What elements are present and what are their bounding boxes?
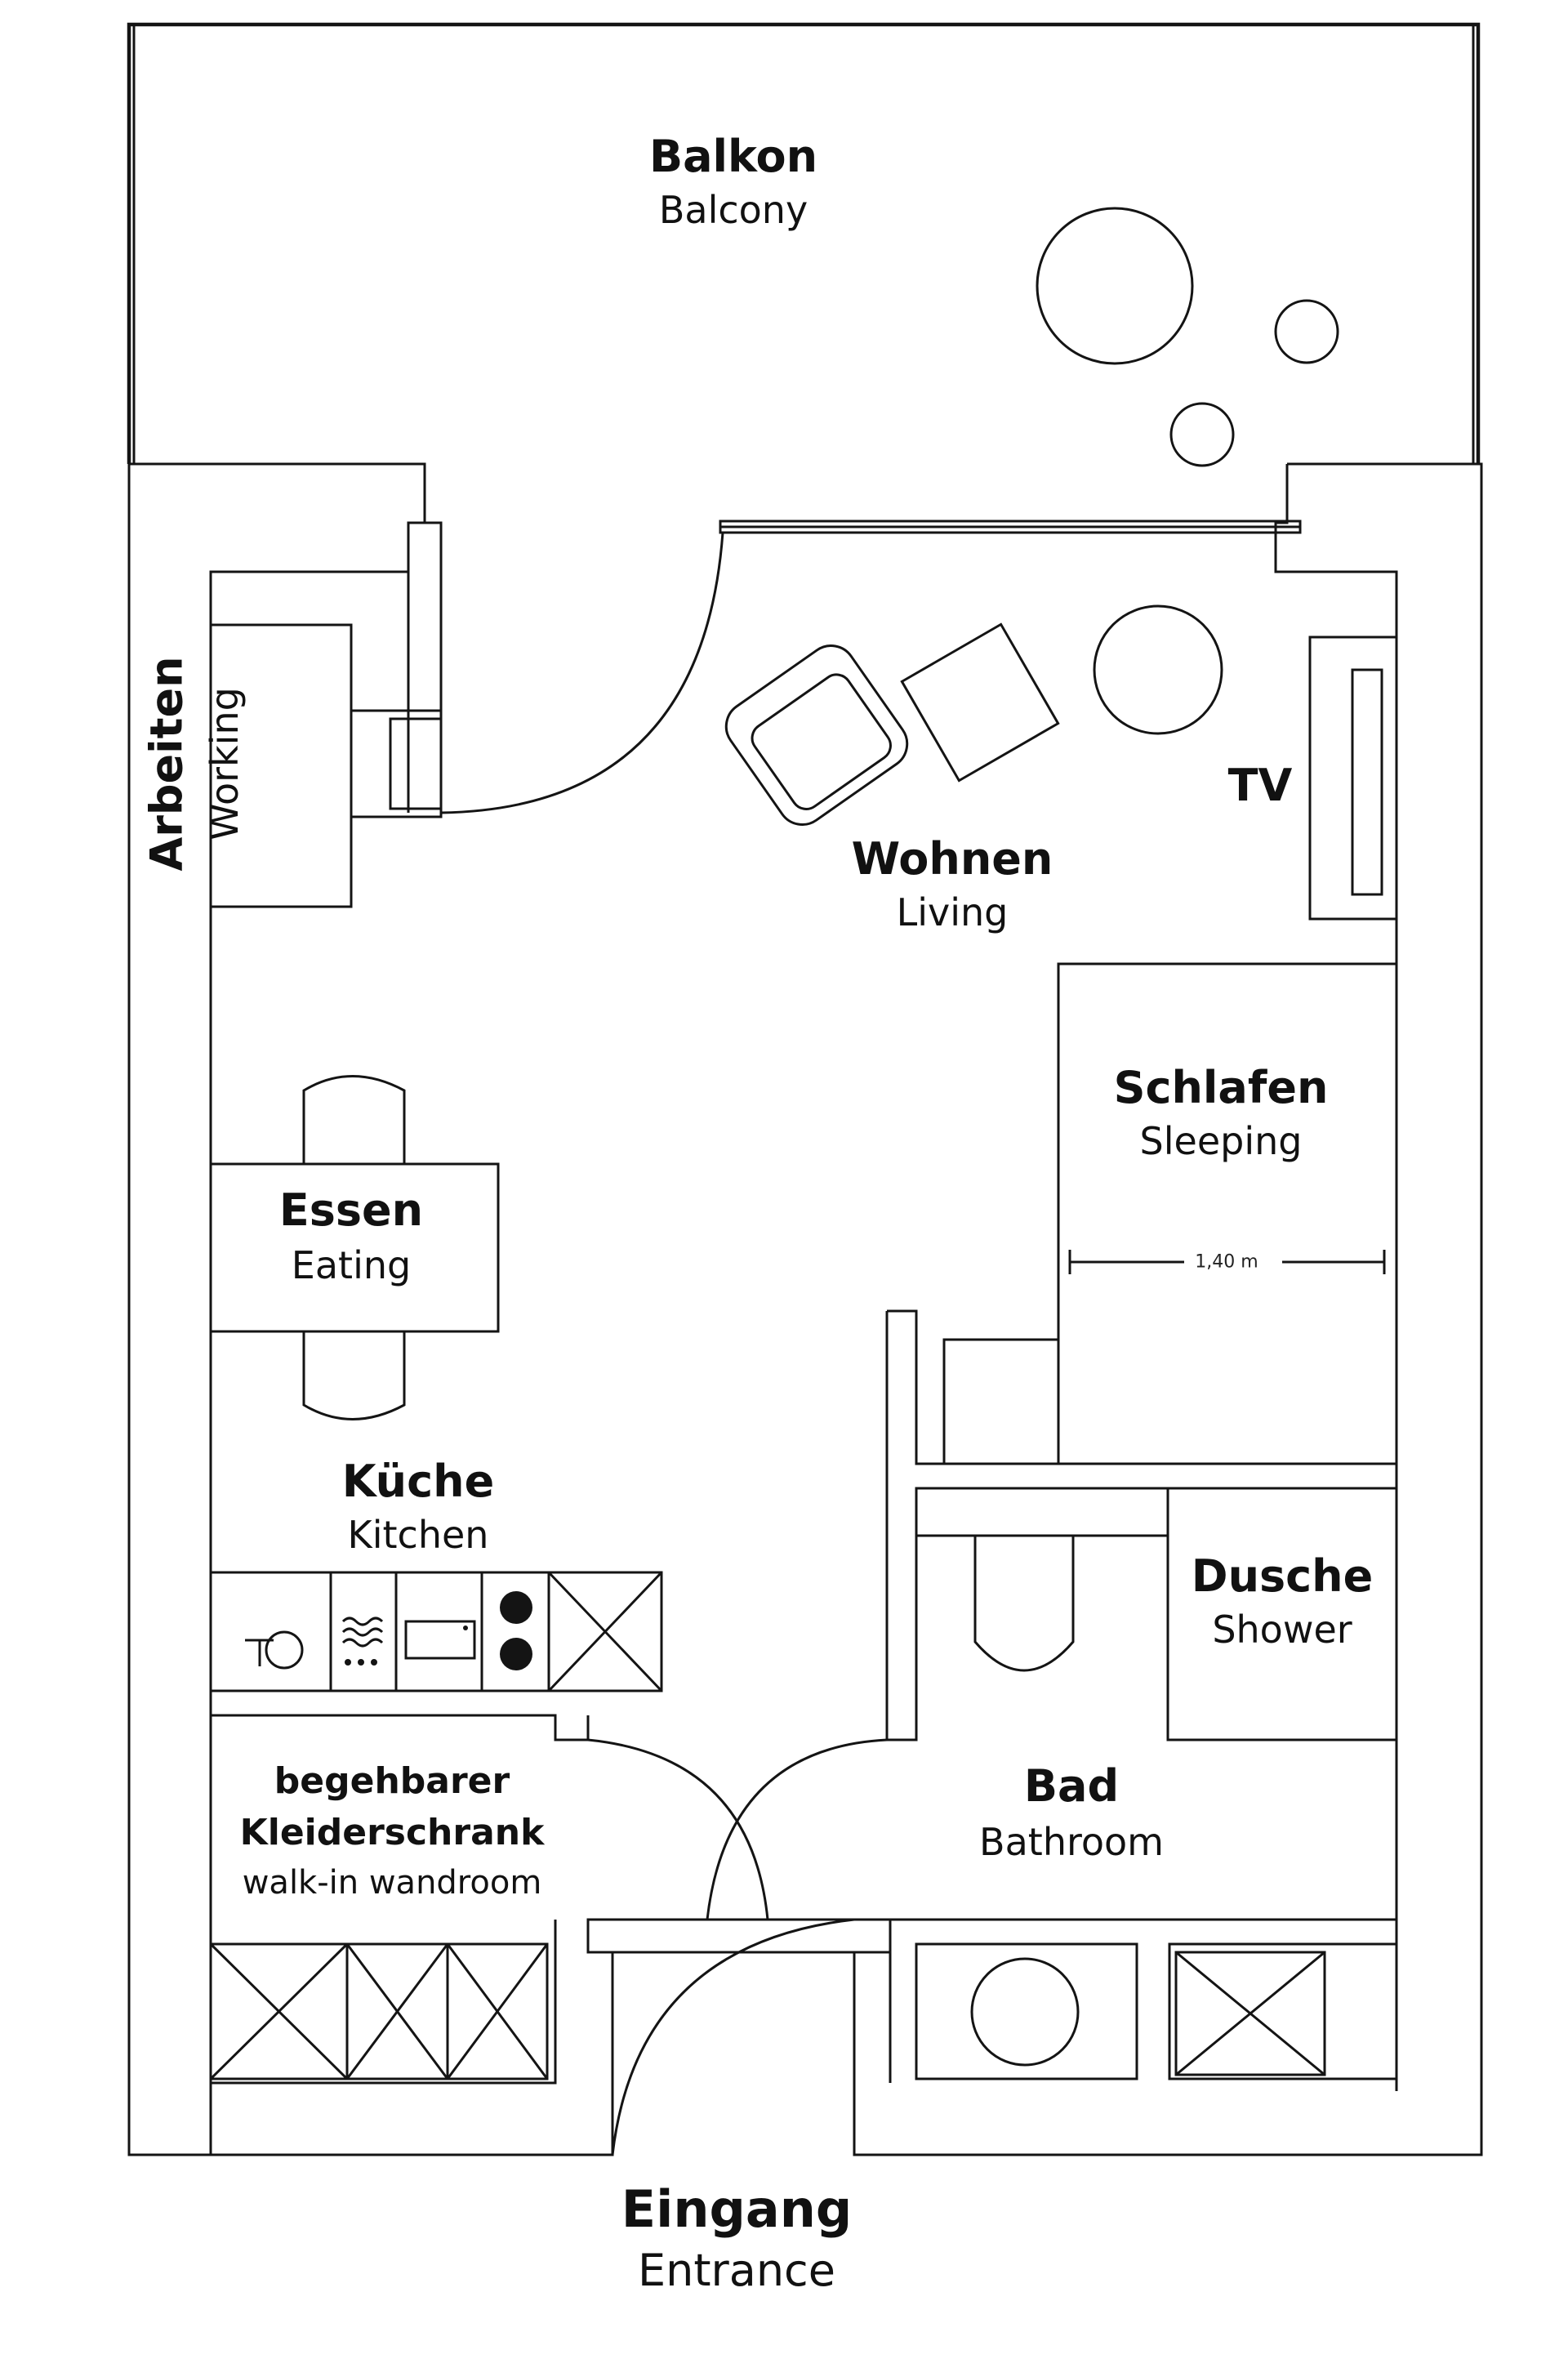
balcony-stool-icon — [1169, 402, 1235, 467]
entrance-label-de: Eingang — [621, 2179, 853, 2239]
walkin-label-en: walk-in wandroom — [242, 1864, 542, 1902]
interior-walls — [885, 1309, 1396, 1741]
balcony-sliding-door — [440, 520, 1302, 814]
dishwasher-icon — [341, 1617, 384, 1666]
bed — [942, 962, 1398, 1465]
balcony-label-en: Balcony — [658, 188, 808, 232]
dining-table — [209, 1075, 500, 1420]
toilet-icon — [973, 1536, 1075, 1672]
eating-label-en: Eating — [291, 1243, 412, 1287]
bed-width-dimension: 1,40 m — [1188, 1251, 1265, 1273]
kitchen-label-de: Küche — [341, 1456, 495, 1507]
doors — [586, 1738, 892, 2156]
eating-label-de: Essen — [278, 1184, 424, 1236]
working-label-en: Working — [203, 687, 247, 841]
balcony-area — [127, 22, 1481, 467]
living-label-en: Living — [896, 890, 1009, 934]
wardrobe-door-swing — [587, 1738, 769, 1920]
balcony-table-icon — [1036, 207, 1194, 365]
stove-burner-icon — [500, 1591, 532, 1624]
sleeping-label-en: Sleeping — [1139, 1119, 1303, 1163]
side-table-icon — [1093, 604, 1223, 735]
bathroom-fixtures — [915, 1487, 1398, 2080]
shower-label-en: Shower — [1212, 1608, 1352, 1652]
entrance-door-swing — [611, 1918, 855, 2156]
living-furniture — [724, 604, 1223, 826]
working-desk — [209, 623, 443, 908]
oven-icon — [404, 1620, 476, 1660]
walkin-wardrobe — [209, 1714, 590, 2080]
shower-label-de: Dusche — [1191, 1550, 1374, 1602]
tv-label: TV — [1227, 760, 1293, 811]
kitchen-counter — [209, 1571, 663, 1692]
living-label-de: Wohnen — [851, 833, 1054, 885]
working-label-de: Arbeiten — [140, 656, 193, 872]
balcony-label-de: Balkon — [648, 131, 818, 182]
sleeping-label-de: Schlafen — [1113, 1062, 1329, 1113]
armchair-icon — [724, 644, 909, 826]
stove-burner-icon — [500, 1638, 532, 1670]
entrance-label-en: Entrance — [638, 2245, 835, 2296]
bathroom-label-en: Bathroom — [979, 1820, 1164, 1864]
bath-door-swing — [706, 1738, 888, 1920]
sink-tap-icon — [245, 1630, 304, 1670]
balcony-stool-icon — [1274, 299, 1339, 364]
walkin-label-de-line1: begehbarer — [274, 1760, 510, 1802]
bathroom-label-de: Bad — [1023, 1760, 1120, 1812]
tv-unit — [1308, 635, 1398, 921]
washbasin-icon — [970, 1957, 1080, 2067]
kitchen-label-en: Kitchen — [347, 1513, 489, 1557]
walkin-label-de-line2: Kleiderschrank — [239, 1812, 545, 1853]
cushion-icon — [900, 622, 1060, 783]
